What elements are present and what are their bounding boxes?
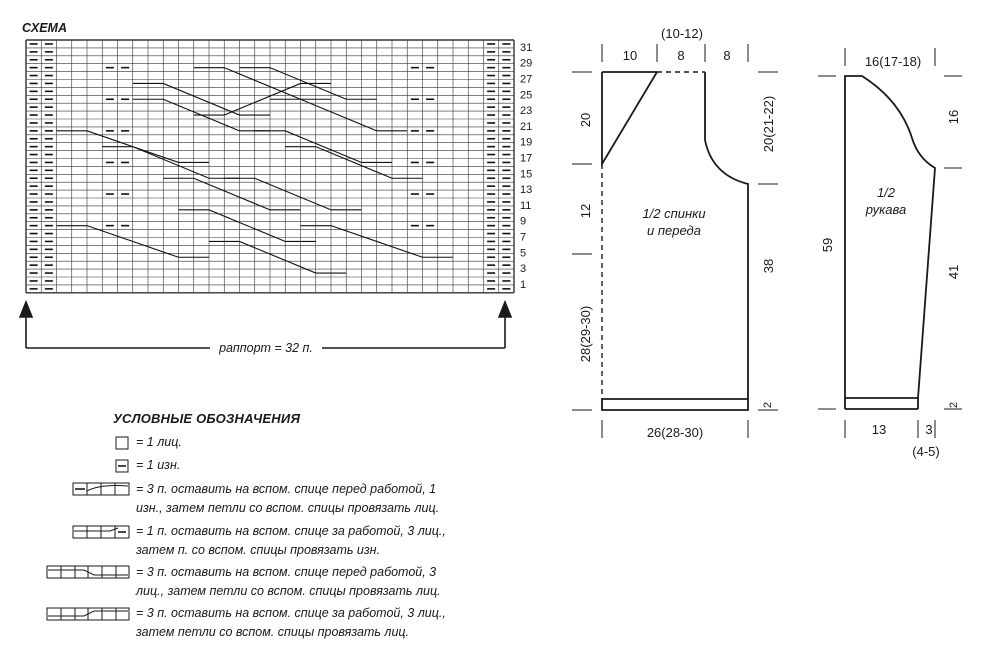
cable-3-front-purl-icon — [72, 482, 130, 496]
back-right-dim-3: 2 — [762, 402, 774, 408]
stitch-chart-grid — [25, 39, 515, 294]
row-number: 17 — [520, 153, 532, 165]
row-number: 1 — [520, 279, 526, 291]
cable-stroke — [178, 209, 316, 242]
chart-title: СХЕМА — [22, 21, 67, 35]
row-number: 21 — [520, 121, 532, 133]
back-piece-label-2: и переда — [647, 223, 701, 238]
cable-stroke — [56, 225, 209, 258]
legend-title: УСЛОВНЫЕ ОБОЗНАЧЕНИЯ — [113, 411, 301, 426]
legend-text: = 3 п. оставить на вспом. спице перед ра… — [136, 565, 437, 579]
legend-text: = 1 изн. — [136, 458, 181, 472]
cable-stroke — [193, 67, 331, 100]
cable-stroke — [300, 225, 453, 258]
sleeve-bottom-dim-1: 13 — [872, 422, 886, 437]
cable-stroke — [132, 98, 270, 132]
back-top-dim-1: 10 — [623, 48, 637, 63]
sleeve-top-dim: 16(17-18) — [865, 54, 921, 69]
sleeve-bottom-dim-3: (4-5) — [912, 444, 939, 459]
legend-icons — [46, 436, 130, 621]
row-number: 31 — [520, 42, 532, 54]
legend-text: = 3 п. оставить на вспом. спице за работ… — [136, 606, 446, 620]
legend-text: = 1 лиц. — [136, 435, 182, 449]
row-number: 3 — [520, 263, 526, 275]
legend-text: изн., затем петли со вспом. спицы провяз… — [136, 501, 440, 515]
sleeve-label-1: 1/2 — [877, 185, 896, 200]
legend-text: затем п. со вспом. спицы провязать изн. — [136, 543, 381, 557]
cable-stroke — [132, 82, 270, 116]
cable-stroke — [239, 67, 377, 100]
row-number: 9 — [520, 216, 526, 228]
back-bottom-dim: 26(28-30) — [647, 425, 703, 440]
sleeve-bottom-dim-2: 3 — [925, 422, 932, 437]
back-top-group-dim: (10-12) — [661, 26, 703, 41]
sleeve-right-dim-2: 41 — [946, 265, 961, 279]
legend-text: затем петли со вспом. спицы провязать ли… — [136, 625, 410, 639]
back-right-dim-2: 38 — [761, 259, 776, 273]
legend-item-cable-3: = 3 п. оставить на вспом. спице перед ра… — [136, 563, 441, 601]
legend-item-cable-2: = 1 п. оставить на вспом. спице за работ… — [136, 522, 446, 560]
cable-stroke — [270, 98, 408, 132]
arrow-up-right-icon — [497, 299, 513, 318]
repeat-arrow — [18, 299, 513, 349]
knit-stitch-icon — [115, 436, 129, 450]
cable-stroke — [224, 177, 362, 211]
row-number: 27 — [520, 74, 532, 86]
cable-stroke — [285, 146, 423, 179]
back-front-pattern — [572, 44, 778, 438]
cable-stroke — [209, 240, 347, 274]
back-left-dim-2: 12 — [578, 204, 593, 218]
cable-3-back-knit-icon — [46, 607, 130, 621]
row-number: 15 — [520, 168, 532, 180]
back-top-dim-3: 8 — [723, 48, 730, 63]
back-left-dim-1: 20 — [578, 113, 593, 127]
sleeve-pattern — [818, 48, 962, 438]
legend-text: = 3 п. оставить на вспом. спице перед ра… — [136, 482, 437, 496]
row-number: 25 — [520, 89, 532, 101]
cable-1-back-knit-icon — [72, 525, 130, 539]
sleeve-right-dim-3: 2 — [948, 402, 960, 408]
row-number: 11 — [520, 200, 531, 212]
row-number: 7 — [520, 232, 526, 244]
sleeve-label-2: рукава — [865, 202, 906, 217]
sleeve-left-dim: 59 — [820, 238, 835, 252]
legend-text: лиц., затем петли со вспом. спицы провяз… — [136, 584, 441, 598]
arrow-up-left-icon — [18, 299, 34, 318]
legend-text: = 1 п. оставить на вспом. спице за работ… — [136, 524, 446, 538]
back-left-dim-3: 28(29-30) — [578, 306, 593, 362]
row-number: 23 — [520, 105, 532, 117]
back-top-dim-2: 8 — [677, 48, 684, 63]
row-number: 13 — [520, 184, 532, 196]
back-right-dim-1: 20(21-22) — [761, 96, 776, 152]
row-number: 19 — [520, 137, 532, 149]
legend-item-cable-4: = 3 п. оставить на вспом. спице за работ… — [136, 604, 446, 642]
back-piece-label-1: 1/2 спинки — [642, 206, 705, 221]
legend-item-cable-1: = 3 п. оставить на вспом. спице перед ра… — [136, 480, 439, 518]
legend-item-purl: = 1 изн. — [136, 456, 180, 475]
row-number: 29 — [520, 58, 532, 70]
sleeve-right-dim-1: 16 — [946, 110, 961, 124]
cable-3-front-knit-icon — [46, 565, 130, 579]
cable-stroke — [254, 130, 392, 163]
cable-stroke — [193, 82, 331, 116]
cable-stroke — [163, 177, 301, 211]
legend-item-knit: = 1 лиц. — [136, 433, 182, 452]
row-number: 5 — [520, 247, 526, 259]
purl-stitch-icon — [115, 459, 129, 473]
repeat-label: раппорт = 32 п. — [218, 341, 313, 355]
